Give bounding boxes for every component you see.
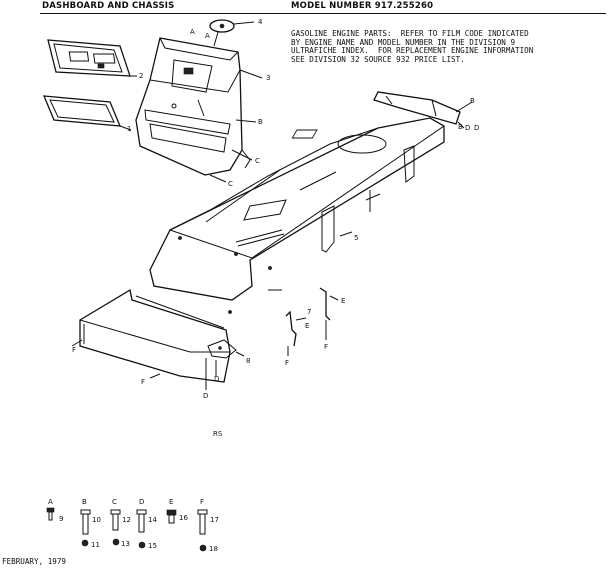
part-4-bracket: [209, 19, 255, 47]
hardware-row: [46, 507, 208, 552]
hw-number-9: 9: [59, 515, 63, 523]
callout-8: 8: [246, 357, 250, 365]
hw-number-15: 15: [148, 542, 157, 550]
hw-number-10: 10: [92, 516, 101, 524]
callout-f: F: [324, 343, 328, 351]
publication-date: FEBRUARY, 1979: [2, 557, 67, 566]
hw-number-13: 13: [121, 540, 130, 548]
callout-d: D: [203, 392, 208, 400]
callout-d: D: [474, 124, 479, 132]
part-8-bracket: [205, 339, 245, 390]
header-rule: [40, 13, 606, 14]
callout-e: E: [305, 322, 309, 330]
hardware-d-bolt: [136, 509, 147, 549]
part-5-chassis: [149, 117, 445, 314]
part-1-bezel: [42, 95, 132, 131]
artist-mark: RS: [213, 430, 223, 438]
front-bumper: [71, 288, 231, 383]
hardware-e-bolt: [166, 509, 177, 524]
hardware-f-bolt: [197, 509, 208, 552]
hw-number-11: 11: [91, 541, 100, 549]
callout-b: B: [458, 123, 463, 131]
callout-2: 2: [139, 72, 143, 80]
callout-d: D: [214, 375, 219, 383]
model-number: MODEL NUMBER 917.255260: [291, 1, 434, 11]
hw-number-14: 14: [148, 516, 157, 524]
part-7-brackets: [285, 287, 339, 356]
callout-4: 4: [258, 18, 263, 26]
hw-number-16: 16: [179, 514, 188, 522]
callout-5: 5: [354, 234, 358, 242]
callout-c: C: [255, 157, 260, 165]
callout-d: D: [465, 124, 470, 132]
hw-number-18: 18: [209, 545, 218, 553]
callout-c: C: [228, 180, 233, 188]
hw-letter-a: A: [48, 498, 53, 506]
callout-f: F: [141, 378, 145, 386]
note-line: ULTRAFICHE INDEX. FOR REPLACEMENT ENGINE…: [291, 46, 534, 56]
engine-parts-note: GASOLINE ENGINE PARTS: REFER TO FILM COD…: [291, 29, 605, 64]
callout-a: A: [190, 28, 195, 36]
hw-number-17: 17: [210, 516, 219, 524]
diagram-title: DASHBOARD AND CHASSIS: [42, 1, 175, 11]
note-line: SEE DIVISION 32 SOURCE 932 PRICE LIST.: [291, 54, 465, 64]
callout-3: 3: [266, 74, 270, 82]
callout-7: 7: [307, 308, 311, 316]
callout-labels: 4 A A 2 3 B 1 B D D B C C 5 E 7 E F F F …: [48, 18, 479, 553]
note-line: GASOLINE ENGINE PARTS: REFER TO FILM COD…: [291, 29, 529, 38]
hw-number-12: 12: [122, 516, 131, 524]
hw-letter-d: D: [139, 498, 144, 506]
hardware-b-bolt: [80, 509, 91, 547]
callout-e: E: [341, 297, 345, 305]
hardware-a-bolt: [46, 507, 55, 521]
part-3-dashboard: [135, 37, 263, 183]
hw-letter-e: E: [169, 498, 173, 506]
hardware-c-bolt: [110, 509, 121, 546]
callout-f: F: [72, 346, 76, 354]
callout-b: B: [470, 97, 475, 105]
part-b-crossbar: [373, 91, 473, 129]
callout-a: A: [205, 32, 210, 40]
part-2-panel: [47, 39, 137, 77]
callout-1: 1: [127, 125, 131, 133]
callout-b: B: [258, 118, 263, 126]
note-line: BY ENGINE NAME AND MODEL NUMBER IN THE D…: [291, 37, 516, 47]
hw-letter-b: B: [82, 498, 87, 506]
callout-f: F: [285, 359, 289, 367]
hw-letter-f: F: [200, 498, 204, 506]
hw-letter-c: C: [112, 498, 117, 506]
